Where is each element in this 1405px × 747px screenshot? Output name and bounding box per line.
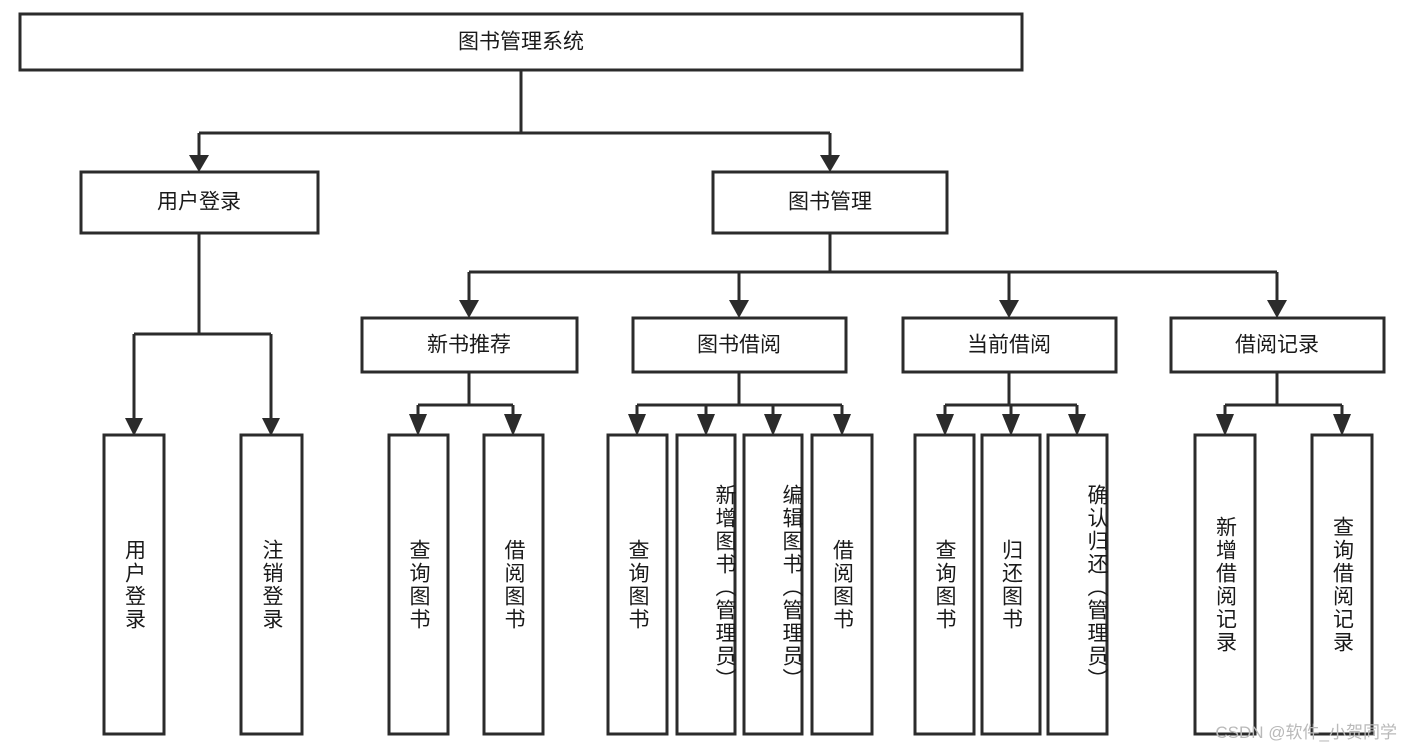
node-book-manage-label: 图书管理 bbox=[788, 191, 872, 214]
arrowhead-leaf-edit-book bbox=[764, 414, 782, 436]
node-current-borrow-label: 当前借阅 bbox=[967, 334, 1051, 357]
arrowhead-current-borrow bbox=[999, 300, 1019, 318]
node-leaf-query-book-1[interactable] bbox=[387, 433, 450, 736]
csdn-watermark: CSDN @软件_小贺同学 bbox=[1215, 723, 1397, 742]
arrowhead-user-login bbox=[189, 155, 209, 172]
arrowhead-borrow-record bbox=[1267, 300, 1287, 318]
node-user-login[interactable] bbox=[79, 170, 320, 235]
arrowhead-leaf-add-record bbox=[1216, 414, 1234, 436]
node-new-book-rec-label: 新书推荐 bbox=[427, 334, 511, 357]
node-root[interactable] bbox=[18, 12, 1024, 72]
node-leaf-borrow-book-2[interactable] bbox=[810, 433, 874, 736]
node-book-borrow[interactable] bbox=[631, 316, 848, 374]
node-user-login-label: 用户登录 bbox=[157, 191, 241, 214]
arrowhead-leaf-query-book-2 bbox=[628, 414, 646, 436]
node-leaf-query-record[interactable] bbox=[1310, 433, 1374, 736]
arrowhead-leaf-user-logout bbox=[262, 418, 280, 436]
arrowhead-leaf-query-book-1 bbox=[409, 414, 427, 436]
node-book-borrow-label: 图书借阅 bbox=[697, 334, 781, 357]
node-leaf-add-record[interactable] bbox=[1193, 433, 1257, 736]
node-leaf-query-book-2[interactable] bbox=[606, 433, 669, 736]
node-borrow-record[interactable] bbox=[1169, 316, 1386, 374]
node-layer: 图书管理系统 用户登录 图书管理 新书推荐 图书借阅 当前借阅 借阅记录 bbox=[18, 12, 1386, 736]
arrowhead-leaf-query-book-3 bbox=[936, 414, 954, 436]
node-leaf-add-book[interactable] bbox=[675, 433, 737, 736]
arrowhead-book-borrow bbox=[729, 300, 749, 318]
arrowhead-new-book-rec bbox=[459, 300, 479, 318]
arrowhead-leaf-query-record bbox=[1333, 414, 1351, 436]
arrowhead-leaf-confirm-return bbox=[1068, 414, 1086, 436]
node-current-borrow[interactable] bbox=[901, 316, 1118, 374]
arrowhead-leaf-return-book bbox=[1002, 414, 1020, 436]
node-leaf-return-book[interactable] bbox=[980, 433, 1042, 736]
node-new-book-rec[interactable] bbox=[360, 316, 579, 374]
node-leaf-user-login[interactable] bbox=[102, 433, 166, 736]
connector-layer bbox=[125, 70, 1351, 436]
node-leaf-user-logout[interactable] bbox=[239, 433, 304, 736]
node-borrow-record-label: 借阅记录 bbox=[1235, 334, 1319, 357]
arrowhead-leaf-borrow-book-2 bbox=[833, 414, 851, 436]
arrowhead-leaf-user-login bbox=[125, 418, 143, 436]
node-book-manage[interactable] bbox=[711, 170, 949, 235]
node-leaf-confirm-return[interactable] bbox=[1046, 433, 1109, 736]
arrowhead-book-manage bbox=[820, 155, 840, 172]
node-leaf-query-book-3[interactable] bbox=[913, 433, 976, 736]
node-leaf-borrow-book-1[interactable] bbox=[482, 433, 545, 736]
node-leaf-edit-book[interactable] bbox=[742, 433, 804, 736]
arrowhead-leaf-borrow-book-1 bbox=[504, 414, 522, 436]
arrowhead-leaf-add-book bbox=[697, 414, 715, 436]
node-root-label: 图书管理系统 bbox=[458, 31, 584, 54]
